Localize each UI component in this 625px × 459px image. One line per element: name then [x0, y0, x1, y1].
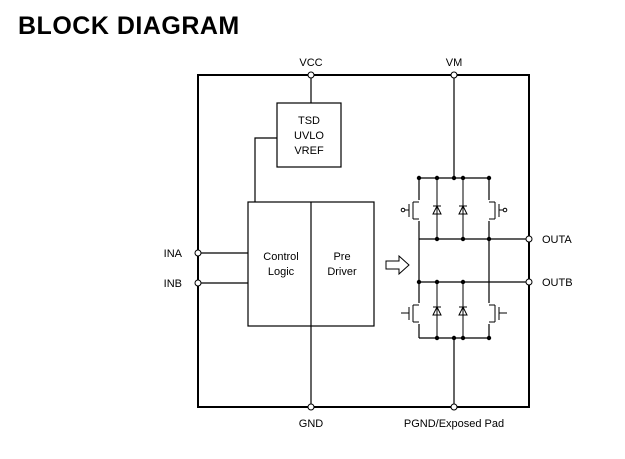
inb-pin — [194, 279, 202, 287]
mosfet-high-right-icon — [489, 201, 508, 220]
ina-pin — [194, 249, 202, 257]
pgnd-label: PGND/Exposed Pad — [404, 418, 504, 430]
gnd-pin — [307, 403, 315, 411]
vcc-pin — [307, 71, 315, 79]
outa-label: OUTA — [542, 234, 572, 246]
vcc-label: VCC — [299, 57, 322, 69]
protection-to-logic-wire — [254, 137, 277, 202]
mosfet-high-left-icon — [400, 201, 419, 220]
mosfet-low-left-icon — [401, 304, 419, 323]
diode-high-right-icon — [458, 178, 468, 239]
control-logic-label-1: Control — [263, 251, 298, 263]
control-logic-label-2: Logic — [268, 266, 295, 278]
outa-pin — [525, 235, 533, 243]
outb-pin — [525, 278, 533, 286]
protection-label-tsd: TSD — [298, 115, 320, 127]
diode-low-right-icon — [458, 282, 468, 338]
protection-label-uvlo: UVLO — [294, 130, 324, 142]
page-title: BLOCK DIAGRAM — [18, 12, 240, 40]
ina-label: INA — [164, 248, 183, 260]
mosfet-low-right-icon — [489, 304, 507, 323]
inb-label: INB — [164, 278, 182, 290]
pre-driver-label-2: Driver — [327, 266, 357, 278]
protection-label-vref: VREF — [294, 145, 324, 157]
hollow-arrow-icon — [385, 254, 410, 276]
protection-block — [276, 102, 342, 168]
vm-label: VM — [446, 57, 463, 69]
diode-low-left-icon — [432, 282, 442, 338]
vm-pin — [450, 71, 458, 79]
pre-driver-label-1: Pre — [333, 251, 350, 263]
outb-label: OUTB — [542, 277, 573, 289]
gnd-label: GND — [299, 418, 324, 430]
pgnd-pin — [450, 403, 458, 411]
diode-high-left-icon — [432, 178, 442, 239]
